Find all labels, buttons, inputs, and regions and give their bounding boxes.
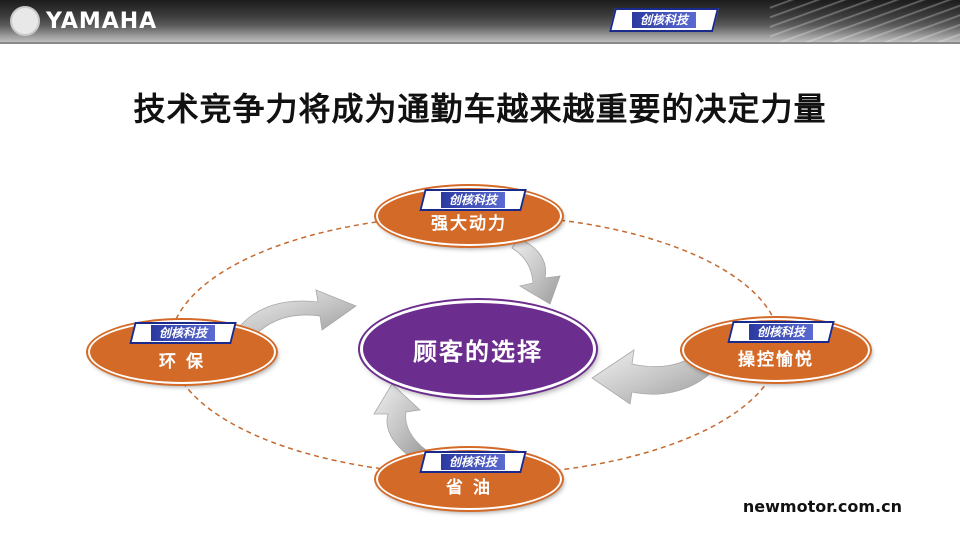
node-eco-badge: 创核科技	[129, 322, 237, 344]
node-handling-badge: 创核科技	[727, 321, 835, 343]
footer-url: newmotor.com.cn	[742, 497, 902, 516]
node-eco-label: 环 保	[159, 352, 205, 372]
node-power-label: 强大动力	[431, 214, 507, 234]
yamaha-logo: YAMAHA	[10, 6, 157, 36]
node-power-badge: 创核科技	[419, 189, 527, 211]
header-decoration	[770, 0, 960, 42]
node-fuel-label: 省 油	[446, 478, 492, 498]
node-handling-label: 操控愉悦	[738, 350, 814, 370]
arrow-bottom-to-center	[373, 383, 427, 459]
center-label: 顾客的选择	[413, 337, 543, 366]
slide-title: 技术竞争力将成为通勤车越来越重要的决定力量	[133, 90, 827, 128]
center-node-customer-choice: 顾客的选择	[360, 300, 596, 398]
arrow-top-to-center	[511, 237, 561, 305]
node-fuel-badge-text: 创核科技	[440, 454, 505, 470]
tuning-fork-emblem-icon	[10, 6, 40, 36]
node-power-badge-text: 创核科技	[440, 192, 505, 208]
brand-name: YAMAHA	[46, 8, 158, 34]
header-bar: YAMAHA	[0, 0, 960, 44]
node-fuel-badge: 创核科技	[419, 451, 527, 473]
node-eco-badge-text: 创核科技	[150, 325, 215, 341]
arrow-left-to-center	[239, 289, 357, 337]
arrow-right-to-center	[591, 349, 713, 405]
node-handling-badge-text: 创核科技	[748, 324, 813, 340]
